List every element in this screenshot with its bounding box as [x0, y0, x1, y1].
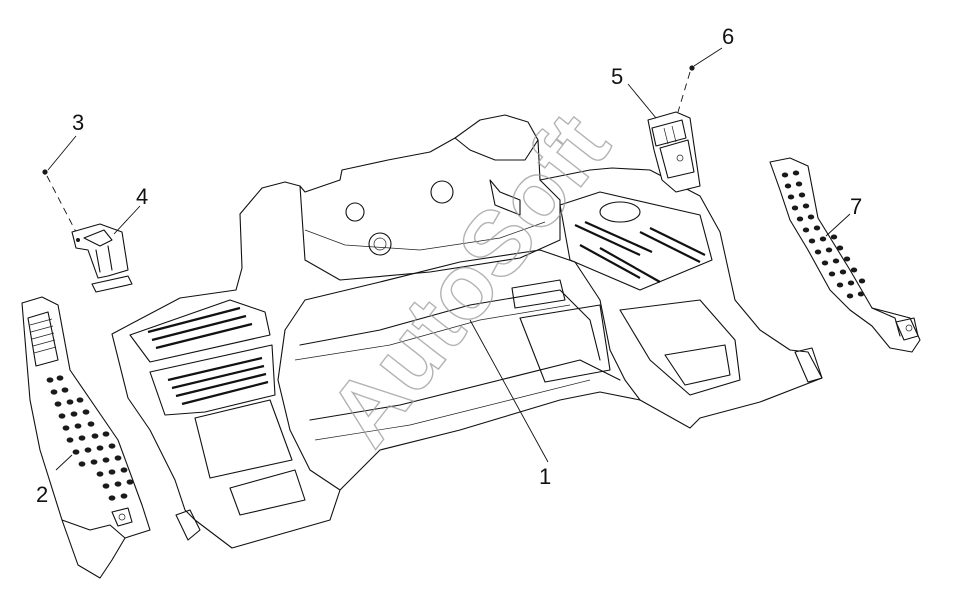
callout-4: 4: [136, 184, 148, 209]
right-trim-holes: [781, 170, 866, 299]
screw-part-3: [42, 169, 77, 233]
right-ribs: [574, 220, 706, 283]
leader-3: [47, 135, 77, 171]
leader-7: [825, 213, 851, 237]
callout-7: 7: [850, 194, 862, 219]
screw-part-6: [677, 65, 695, 113]
left-trim-slats: [29, 318, 57, 354]
callout-1: 1: [539, 464, 551, 489]
bracket-part-4: [71, 223, 133, 293]
callout-2: 2: [36, 482, 48, 507]
leader-5: [627, 83, 657, 119]
floor-mat-part-1: [111, 114, 823, 549]
callout-3: 3: [72, 110, 84, 135]
right-sill-trim-part-7: [769, 157, 921, 353]
callouts: 1 2 3 4 5 6 7: [36, 24, 862, 507]
latch-part-5: [647, 111, 701, 193]
leader-6: [693, 47, 723, 67]
callout-5: 5: [611, 64, 623, 89]
left-ribs: [147, 306, 269, 406]
leader-lines: [47, 47, 851, 471]
leader-2: [55, 454, 73, 471]
callout-6: 6: [722, 24, 734, 49]
leader-1: [469, 319, 549, 463]
leader-4: [113, 205, 141, 235]
left-trim-holes: [46, 375, 134, 501]
left-sill-trim-part-2: [21, 296, 151, 579]
